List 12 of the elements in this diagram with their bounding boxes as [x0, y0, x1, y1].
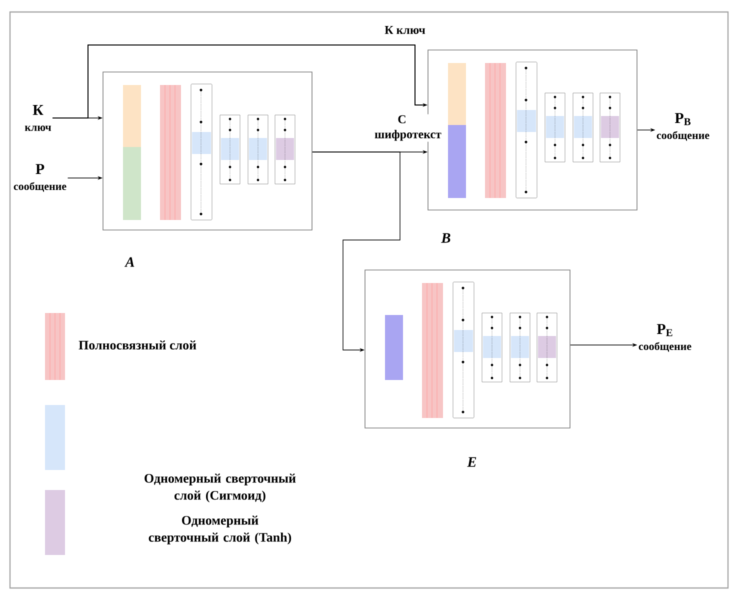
legend-text: Одномерный сверточный слой (Сигмоид)	[144, 474, 296, 502]
legend-text: Одномерный сверточный слой (Tanh)	[148, 516, 292, 544]
io-label: К ключ	[24, 105, 52, 131]
io-label: P$_{E}$ сообщение	[638, 324, 692, 352]
io-label: P$_{B}$ сообщение	[656, 113, 710, 141]
network-label: E	[467, 457, 476, 467]
legend-text: Полносвязный слой	[78, 340, 196, 350]
network-label: B	[441, 233, 450, 243]
io-label: P сообщение	[14, 164, 66, 192]
edge-label: C шифротекст	[374, 114, 442, 142]
network-label: A	[124, 257, 134, 267]
edge-label: К ключ	[384, 25, 426, 35]
